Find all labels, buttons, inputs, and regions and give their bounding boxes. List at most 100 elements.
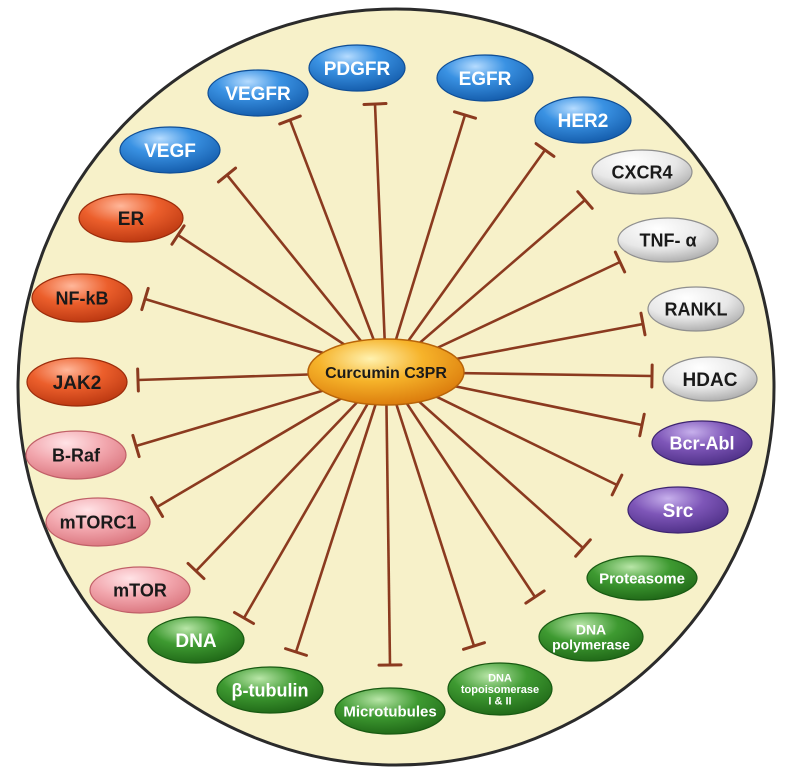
target-label-rankl: RANKL (665, 300, 728, 320)
target-node-bcr-abl: Bcr-Abl (651, 420, 753, 466)
inhibition-line-vegfr (288, 119, 388, 373)
target-label-dna: DNA (175, 631, 216, 652)
inhibition-bar-pdgfr (362, 102, 388, 106)
target-ellipse-b-raf (25, 430, 127, 480)
target-ellipse-egfr (436, 54, 534, 102)
target-label-mtor: mTOR (113, 581, 167, 601)
target-node-b-raf: B-Raf (25, 430, 127, 480)
target-ellipse-tnf (617, 217, 719, 263)
target-label-her2: HER2 (558, 111, 609, 132)
inhibition-line-dna-topoisomerase-i-ii (384, 371, 476, 647)
target-node-rankl: RANKL (647, 286, 745, 332)
target-ellipse-tubulin (216, 666, 324, 714)
target-label-mtorc1: mTORC1 (60, 513, 137, 533)
inhibition-line-tubulin (294, 371, 388, 653)
inhibition-line-microtubules (384, 371, 392, 666)
target-label-er: ER (118, 209, 145, 230)
target-ellipse-er (78, 193, 184, 243)
target-label-vegf: VEGF (144, 141, 196, 162)
target-node-hdac: HDAC (662, 356, 758, 402)
inhibition-bar-mtor (186, 561, 206, 581)
inhibition-bar-b-raf (131, 433, 141, 459)
inhibition-bar-bcr-abl (638, 412, 646, 438)
target-ellipse-dna-topoisomerase-i-ii (447, 662, 553, 716)
target-label-egfr: EGFR (459, 69, 512, 90)
inhibition-bar-vegfr (278, 114, 302, 126)
target-ellipse-dna (147, 616, 245, 664)
center-label: Curcumin C3PR (325, 365, 447, 382)
inhibition-line-egfr (384, 114, 467, 373)
target-ellipse-vegf (119, 126, 221, 174)
inhibition-bar-rankl (639, 311, 647, 337)
target-node-vegfr: VEGFR (207, 69, 309, 117)
target-node-jak2: JAK2 (26, 357, 128, 407)
target-ellipse-rankl (647, 286, 745, 332)
inhibition-bar-dna (232, 611, 256, 625)
target-node-proteasome: Proteasome (586, 555, 698, 601)
inhibition-bar-tnf (613, 250, 627, 274)
target-node-tubulin: β-tubulin (216, 666, 324, 714)
target-ellipse-bcr-abl (651, 420, 753, 466)
target-ellipse-hdac (662, 356, 758, 402)
inhibition-line-dna (242, 371, 388, 619)
inhibition-bar-cxcr4 (576, 190, 594, 210)
inhibition-line-vegf (225, 174, 388, 373)
target-ellipse-dna-polymerase (538, 612, 644, 662)
target-ellipse-pdgfr (308, 44, 406, 92)
target-label-b-raf: B-Raf (52, 446, 101, 466)
inhibition-line-mtor (195, 371, 387, 572)
target-ellipse-microtubules (334, 687, 446, 735)
target-node-pdgfr: PDGFR (308, 44, 406, 92)
target-label-pdgfr: PDGFR (324, 59, 391, 80)
target-label-tubulin: β-tubulin (232, 681, 309, 701)
inhibition-bar-dna-polymerase (524, 589, 546, 605)
inhibition-bar-vegf (216, 166, 238, 184)
target-label-bcr-abl: Bcr-Abl (669, 434, 734, 454)
target-label-cxcr4: CXCR4 (611, 163, 672, 183)
inhibition-bar-her2 (534, 142, 556, 158)
inhibition-bar-egfr (452, 110, 478, 120)
target-node-egfr: EGFR (436, 54, 534, 102)
target-node-dna: DNA (147, 616, 245, 664)
target-ellipse-proteasome (586, 555, 698, 601)
inhibition-line-pdgfr (373, 103, 388, 373)
target-label-microtubules: Microtubules (343, 703, 436, 720)
target-label-vegfr: VEGFR (225, 84, 291, 105)
target-node-mtor: mTOR (89, 566, 191, 614)
target-label-proteasome: Proteasome (599, 570, 685, 587)
inhibition-bar-tubulin (284, 647, 308, 657)
target-label-src: Src (663, 501, 694, 522)
inhibition-lines (131, 102, 654, 667)
target-ellipse-mtor (89, 566, 191, 614)
center-ellipse (307, 338, 465, 406)
inhibition-bar-er (170, 224, 186, 246)
inhibition-bar-jak2 (136, 367, 140, 393)
inhibition-bar-proteasome (574, 538, 592, 558)
target-node-tnf: TNF- α (617, 217, 719, 263)
target-label-nf-kb: NF-kB (56, 289, 109, 309)
inhibition-line-dna-polymerase (384, 371, 537, 598)
target-ellipse-src (627, 486, 729, 534)
target-ellipse-cxcr4 (591, 149, 693, 195)
target-label-hdac: HDAC (683, 370, 738, 391)
target-label-tnf: TNF- α (639, 231, 696, 251)
inhibition-bar-src (610, 473, 624, 497)
target-node-cxcr4: CXCR4 (591, 149, 693, 195)
target-ellipse-mtorc1 (45, 497, 151, 547)
target-ellipse-jak2 (26, 357, 128, 407)
inhibition-line-her2 (384, 149, 547, 373)
target-label-jak2: JAK2 (53, 373, 102, 394)
inhibition-bar-dna-topoisomerase-i-ii (462, 641, 486, 651)
inhibition-bar-nf-kb (140, 286, 150, 312)
target-node-mtorc1: mTORC1 (45, 497, 151, 547)
target-ellipse-nf-kb (31, 273, 133, 323)
target-node-er: ER (78, 193, 184, 243)
target-node-microtubules: Microtubules (334, 687, 446, 735)
inhibition-bar-mtorc1 (149, 496, 165, 518)
